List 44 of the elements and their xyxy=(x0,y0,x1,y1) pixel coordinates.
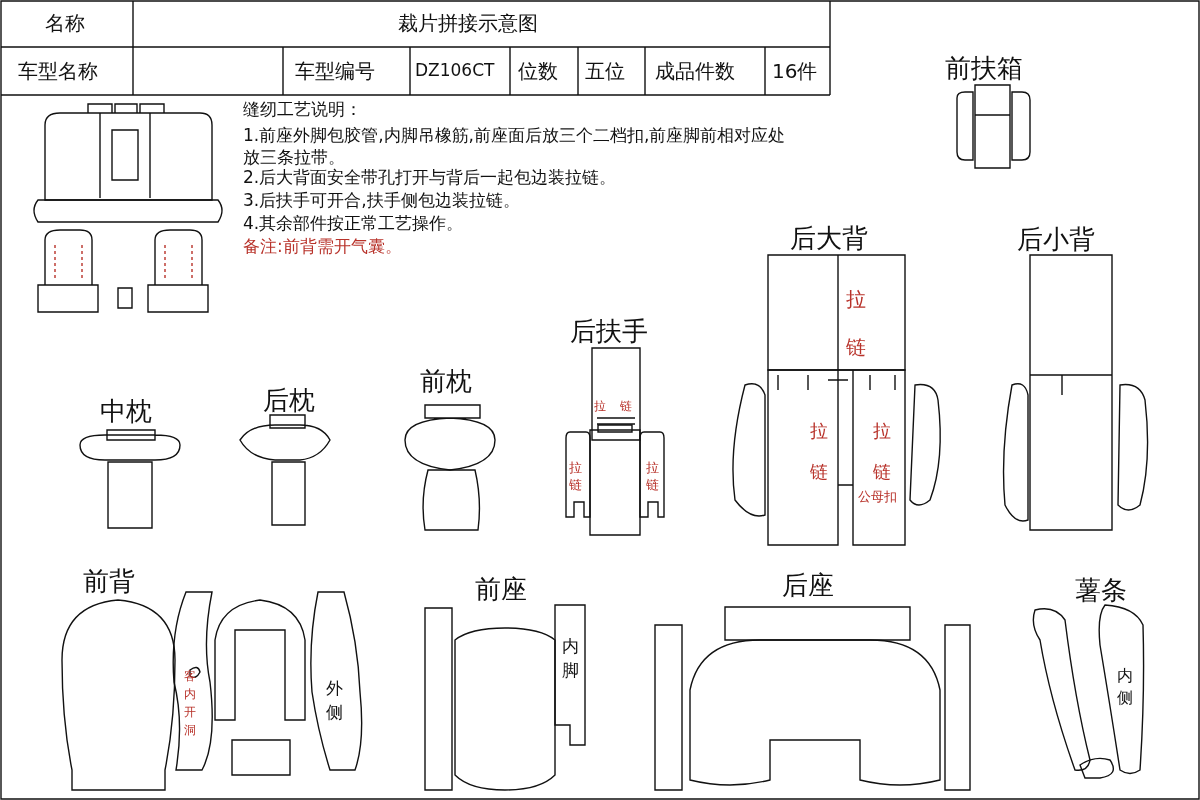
piece-label: 拉链 xyxy=(846,286,866,361)
pattern-piece xyxy=(566,432,590,517)
piece-title: 后大背 xyxy=(790,225,868,251)
note-text: 3.后扶手可开合,扶手侧包边装拉链。 xyxy=(243,192,520,209)
diagram-title: 裁片拼接示意图 xyxy=(398,13,538,33)
field-label: 车型编号 xyxy=(295,61,375,81)
piece-label: 内侧 xyxy=(1117,665,1133,710)
pattern-piece xyxy=(555,605,585,745)
piece-label: 公母扣 xyxy=(858,490,897,503)
pattern-piece xyxy=(640,432,664,517)
piece-title: 前背 xyxy=(83,568,135,594)
piece-title: 中枕 xyxy=(100,398,152,424)
pattern-piece xyxy=(172,592,214,770)
piece-label: 拉链 xyxy=(810,419,828,485)
piece-title: 前扶箱 xyxy=(945,55,1023,81)
field-label: 成品件数 xyxy=(655,61,735,81)
piece-label: 客内开洞 xyxy=(184,668,196,739)
pattern-piece xyxy=(310,592,362,770)
piece-title: 后小背 xyxy=(1017,226,1095,252)
field-value: DZ106CT xyxy=(415,62,495,79)
piece-title: 后座 xyxy=(782,572,834,598)
piece-title: 前枕 xyxy=(420,368,472,394)
field-value: 16件 xyxy=(772,61,818,81)
note-text: 1.前座外脚包胶管,内脚吊橡筋,前座面后放三个二档扣,前座脚前相对应处放三条拉带。 xyxy=(243,124,787,168)
field-value: 五位 xyxy=(585,61,625,81)
note-text: 2.后大背面安全带孔打开与背后一起包边装拉链。 xyxy=(243,169,617,186)
note-text: 4.其余部件按正常工艺操作。 xyxy=(243,215,464,232)
piece-label: 拉链 xyxy=(594,400,646,412)
header-label: 名称 xyxy=(45,13,85,33)
piece-label: 内脚 xyxy=(562,635,579,682)
note-heading: 缝纫工艺说明： xyxy=(243,101,362,118)
piece-title: 后枕 xyxy=(263,387,315,413)
piece-label: 拉链 xyxy=(646,460,659,494)
pattern-piece xyxy=(768,370,905,545)
piece-label: 拉链 xyxy=(569,460,582,494)
pattern-piece xyxy=(1095,605,1145,775)
note-remark: 备注:前背需开气囊。 xyxy=(243,238,402,255)
piece-label: 外侧 xyxy=(326,677,343,724)
field-label: 位数 xyxy=(518,61,558,81)
field-label: 车型名称 xyxy=(18,61,98,81)
piece-label: 拉链 xyxy=(873,419,891,485)
piece-title: 薯条 xyxy=(1075,577,1127,603)
piece-title: 前座 xyxy=(475,576,527,602)
piece-title: 后扶手 xyxy=(570,318,648,344)
